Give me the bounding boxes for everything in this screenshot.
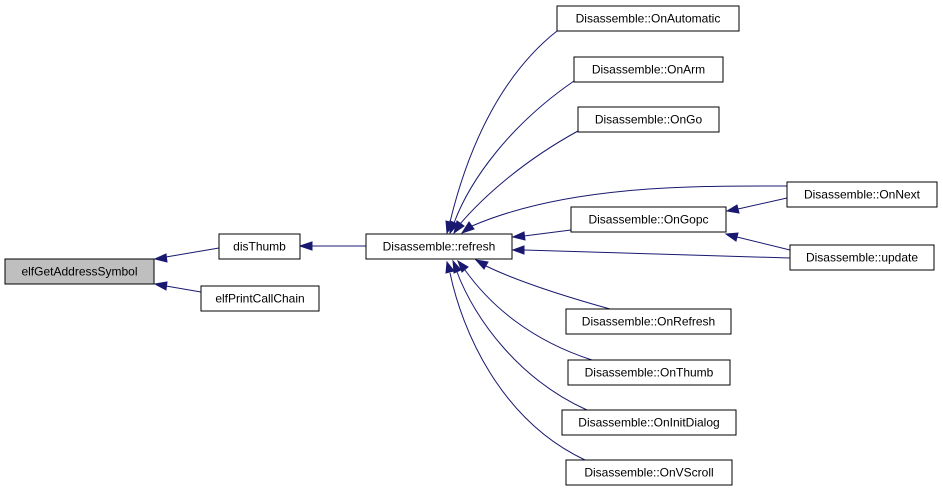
node-box xyxy=(565,308,732,335)
node-onInitDialog[interactable]: Disassemble::OnInitDialog xyxy=(561,409,737,436)
node-box xyxy=(4,258,155,285)
node-onArm[interactable]: Disassemble::OnArm xyxy=(573,56,724,83)
node-onAutomatic[interactable]: Disassemble::OnAutomatic xyxy=(556,5,740,32)
edge-onVScroll-to-refresh xyxy=(449,272,586,461)
node-label: Disassemble::update xyxy=(806,251,918,265)
edge-onArm-to-refresh xyxy=(453,80,575,224)
node-refresh[interactable]: Disassemble::refresh xyxy=(365,233,513,260)
edge-onAutomatic-to-refresh xyxy=(449,30,558,223)
node-disThumb[interactable]: disThumb xyxy=(218,233,301,260)
node-label: Disassemble::OnNext xyxy=(804,188,921,202)
node-label: elfGetAddressSymbol xyxy=(21,265,137,279)
edge-disThumb-to-elfGetAddressSymbol xyxy=(165,247,220,258)
arrowhead-icon xyxy=(153,281,168,291)
edge-update-to-refresh xyxy=(523,249,791,259)
node-box xyxy=(570,206,727,233)
node-box xyxy=(218,233,301,260)
arrowhead-icon xyxy=(725,204,740,214)
nodes: elfGetAddressSymbol disThumb elfPrintCal… xyxy=(4,5,938,486)
node-onGo[interactable]: Disassemble::OnGo xyxy=(577,106,720,133)
arrowhead-icon xyxy=(153,253,168,263)
node-onGopc[interactable]: Disassemble::OnGopc xyxy=(570,206,727,233)
edge-onInitDialog-to-refresh xyxy=(456,271,588,411)
node-onVScroll[interactable]: Disassemble::OnVScroll xyxy=(565,459,733,486)
arrowhead-icon xyxy=(724,232,739,242)
edge-onRefresh-to-refresh xyxy=(485,265,611,310)
node-box xyxy=(786,181,938,208)
node-update[interactable]: Disassemble::update xyxy=(789,244,935,271)
node-onNext[interactable]: Disassemble::OnNext xyxy=(786,181,938,208)
edge-onNext-to-onGopc xyxy=(737,197,788,210)
node-label: disThumb xyxy=(233,240,286,254)
edge-onGo-to-refresh xyxy=(459,130,579,225)
node-label: Disassemble::OnAutomatic xyxy=(576,12,721,26)
node-onThumb[interactable]: Disassemble::OnThumb xyxy=(567,359,731,386)
arrowhead-icon xyxy=(453,220,465,235)
arrowhead-icon xyxy=(511,231,526,241)
node-box xyxy=(561,409,737,436)
node-box xyxy=(567,359,731,386)
node-label: Disassemble::OnGo xyxy=(595,113,703,127)
node-box xyxy=(565,459,733,486)
arrowhead-icon xyxy=(511,245,525,255)
edge-onThumb-to-refresh xyxy=(464,269,593,361)
node-box xyxy=(365,233,513,260)
node-box xyxy=(573,56,724,83)
node-elfGetAddressSymbol[interactable]: elfGetAddressSymbol xyxy=(4,258,155,285)
arrowhead-icon xyxy=(445,260,455,274)
arrowhead-icon xyxy=(474,259,489,270)
node-label: Disassemble::OnRefresh xyxy=(582,315,715,329)
arrowhead-icon xyxy=(460,221,475,234)
node-box xyxy=(556,5,740,32)
node-box xyxy=(789,244,935,271)
node-onRefresh[interactable]: Disassemble::OnRefresh xyxy=(565,308,732,335)
edge-onGopc-to-refresh xyxy=(523,229,572,237)
node-label: Disassemble::OnInitDialog xyxy=(578,416,719,430)
arrowhead-icon xyxy=(457,259,469,273)
node-label: Disassemble::OnVScroll xyxy=(584,466,713,480)
node-box xyxy=(200,285,320,312)
edge-elfPrintCallChain-to-elfGetAddressSymbol xyxy=(165,285,202,293)
node-label: Disassemble::OnGopc xyxy=(588,213,708,227)
edge-onNext-to-refresh xyxy=(471,185,788,227)
arrowhead-icon xyxy=(452,259,462,274)
arrowhead-icon xyxy=(298,241,313,251)
node-label: Disassemble::refresh xyxy=(383,240,496,254)
node-label: elfPrintCallChain xyxy=(215,292,304,306)
node-elfPrintCallChain[interactable]: elfPrintCallChain xyxy=(200,285,320,312)
edges xyxy=(153,30,791,461)
node-label: Disassemble::OnThumb xyxy=(585,366,714,380)
node-label: Disassemble::OnArm xyxy=(592,63,705,77)
node-box xyxy=(577,106,720,133)
edge-update-to-onGopc xyxy=(736,236,791,251)
